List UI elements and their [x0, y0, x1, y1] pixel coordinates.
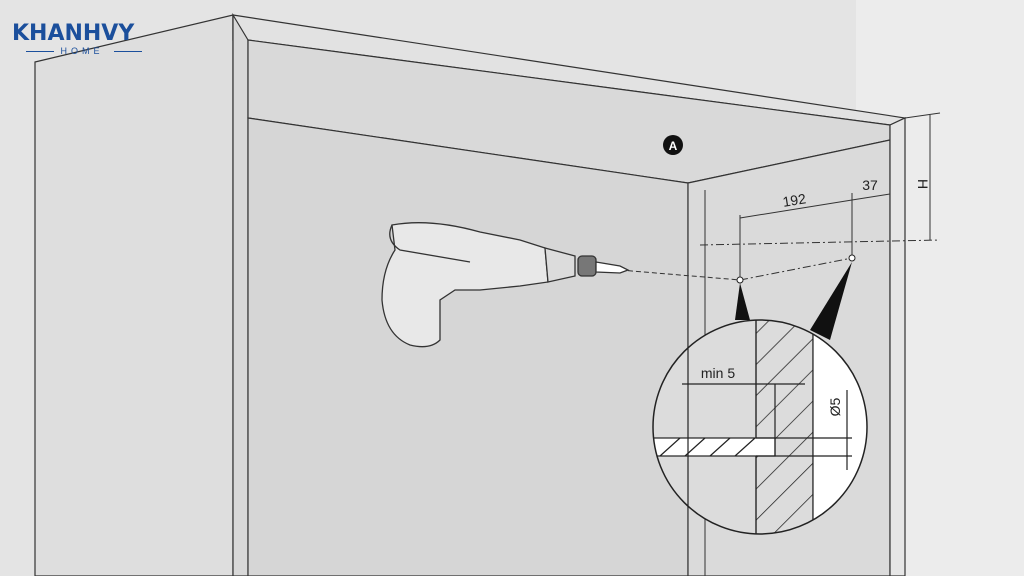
- cabinet-side-panel: [34, 14, 234, 576]
- marker-a-label: A: [669, 139, 678, 153]
- logo-sub: HOME: [12, 46, 152, 56]
- logo-brand: KHANHVY: [12, 21, 135, 46]
- power-drill-illustration: [381, 222, 630, 348]
- marker-a-badge: [663, 135, 683, 155]
- detail-diameter-label: Ø5: [827, 397, 843, 416]
- dimension-lines: [619, 112, 941, 281]
- cabinet-back-wall: [247, 117, 689, 576]
- dimension-192: 192: [781, 190, 807, 209]
- khanhvy-logo: KHANHVY HOME: [12, 22, 172, 56]
- dimension-h: H: [915, 179, 931, 189]
- detail-min-depth-label: min 5: [701, 365, 735, 381]
- dimension-37: 37: [862, 177, 878, 193]
